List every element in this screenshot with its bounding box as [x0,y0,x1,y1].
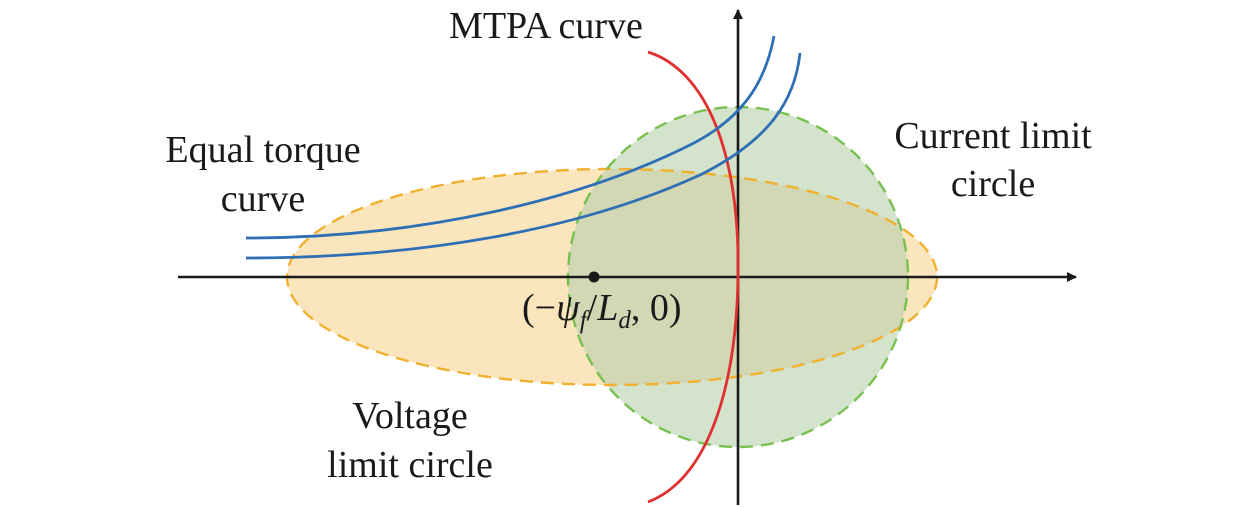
equal-torque-label-line2: curve [221,178,305,220]
point-label-psi: ψ [556,287,581,329]
point-label-rest: , 0) [631,287,682,329]
point-label-slash: / [587,287,598,329]
point-coordinate-label: (−ψf/Ld, 0) [522,287,682,334]
point-label-psi-sub: f [580,307,590,334]
mtpa-curve-label: MTPA curve [449,5,643,47]
point-label-L: L [596,287,618,329]
point-marker [588,271,600,283]
voltage-limit-label-line1: Voltage [352,395,467,437]
current-limit-label-line2: circle [951,163,1035,205]
equal-torque-curve-lower [245,52,802,260]
equal-torque-label-line1: Equal torque [165,129,360,171]
equal-torque-curve-upper [245,35,776,240]
mtpa-curve [647,50,740,504]
point-label-open: (− [522,287,556,329]
point-label-L-sub: d [618,307,631,334]
current-limit-label-line1: Current limit [894,115,1092,157]
voltage-limit-label-line2: limit circle [327,444,493,486]
